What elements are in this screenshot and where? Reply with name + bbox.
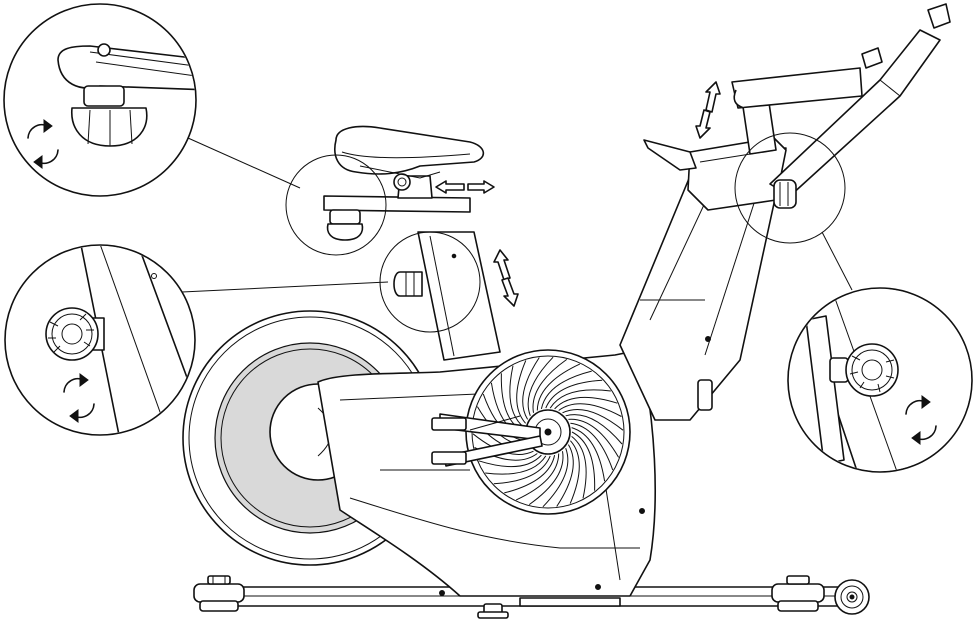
- fan-blade: [562, 409, 624, 431]
- fan-blade: [565, 414, 623, 445]
- handlebar-vertical-arrow: [695, 81, 721, 139]
- fan-blade: [556, 444, 574, 507]
- front-foot-leveler: [193, 575, 245, 612]
- fan-blade: [568, 418, 620, 458]
- fan-blade: [570, 422, 614, 471]
- fan-blade: [545, 379, 603, 409]
- bottle-holder: [643, 139, 697, 171]
- rotate-icon: [63, 373, 95, 423]
- callout-seat-slider: [3, 3, 197, 197]
- fan-blade: [478, 454, 542, 468]
- fan-blade: [516, 360, 527, 424]
- handlebar-post: [731, 67, 863, 155]
- seat-post: [323, 173, 471, 213]
- seat-tube: [417, 231, 501, 361]
- fan-blade: [542, 448, 569, 508]
- seat-fore-aft-knob: [326, 209, 364, 241]
- handlebar-detail-circle: [734, 132, 846, 244]
- fan-blade: [532, 358, 568, 413]
- fan-blade: [522, 357, 540, 420]
- seat-vertical-arrow: [493, 249, 519, 307]
- rotate-icon: [905, 395, 937, 445]
- rotate-icon: [27, 119, 59, 169]
- rear-foot-leveler: [771, 575, 825, 612]
- transport-wheel: [834, 579, 870, 615]
- fan-blade: [540, 370, 592, 409]
- fan-blade: [558, 403, 622, 417]
- callout-seat-height: [4, 244, 196, 436]
- fan-blade: [571, 431, 596, 491]
- fan-blade: [527, 356, 554, 416]
- seat-height-knob: [393, 271, 423, 297]
- fan-blade: [528, 451, 564, 506]
- fan-blade: [515, 453, 560, 501]
- fan-blade: [509, 365, 525, 428]
- fan-blade: [536, 363, 581, 411]
- callout-handlebar: [787, 287, 973, 473]
- fan-blade: [485, 455, 547, 475]
- fan-blade: [554, 396, 618, 410]
- callout-leaders: [181, 137, 853, 293]
- fan-blade: [504, 455, 556, 494]
- seat-horizontal-arrow: [435, 180, 495, 194]
- handlebar-knob: [773, 179, 797, 209]
- fan-blade: [549, 389, 611, 409]
- crank-and-pedals: [431, 413, 543, 467]
- saddle: [334, 125, 485, 179]
- fan-blade: [493, 455, 551, 485]
- frame-side-knob: [697, 379, 713, 411]
- seat-slider-detail-circle: [285, 154, 387, 256]
- handlebar: [769, 3, 951, 197]
- center-foot-leveler: [477, 603, 509, 619]
- seat-height-detail-circle: [379, 231, 481, 333]
- fan-blade: [571, 427, 606, 482]
- fan-blade: [571, 436, 587, 499]
- fan-blade: [569, 440, 580, 504]
- fan-wheel: [465, 349, 631, 515]
